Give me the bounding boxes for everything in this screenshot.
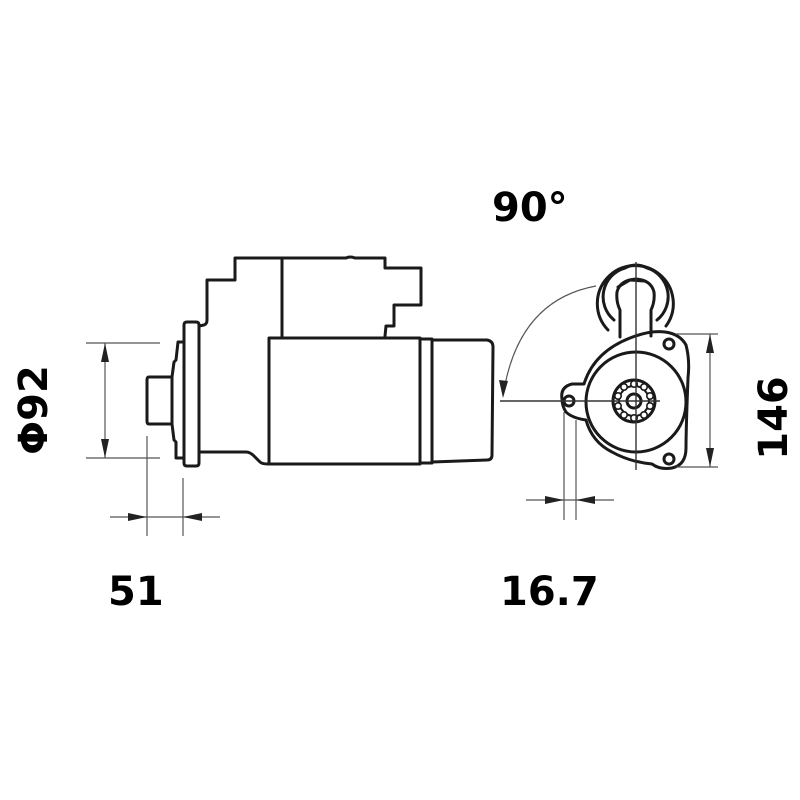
end-cap	[430, 338, 495, 464]
mounting-hole-bottom	[662, 452, 676, 466]
drive-housing	[197, 256, 284, 328]
diameter-dimension	[86, 342, 160, 459]
drive-housing-bottom	[197, 450, 270, 466]
angle-label: 90°	[492, 185, 568, 231]
height-dimension	[676, 333, 718, 468]
diameter-label: Φ92	[11, 365, 57, 455]
flange-offset-label: 51	[108, 569, 164, 615]
pinion-nose	[145, 375, 174, 426]
mounting-flange	[182, 320, 201, 468]
bolt-offset-label: 16.7	[500, 569, 599, 615]
solenoid	[280, 255, 423, 340]
motor-yoke	[267, 336, 422, 466]
front-flange	[560, 330, 691, 470]
terminal-nut	[616, 278, 646, 289]
drive-collar	[170, 340, 186, 460]
side-view	[145, 255, 495, 468]
angle-indicator	[499, 285, 597, 398]
mounting-hole-top	[662, 337, 676, 351]
front-view	[500, 262, 691, 470]
flange-offset-dimension	[110, 436, 220, 536]
bolt-offset-dimension	[526, 412, 614, 520]
height-label: 146	[751, 376, 797, 460]
yoke-seam	[418, 337, 434, 465]
